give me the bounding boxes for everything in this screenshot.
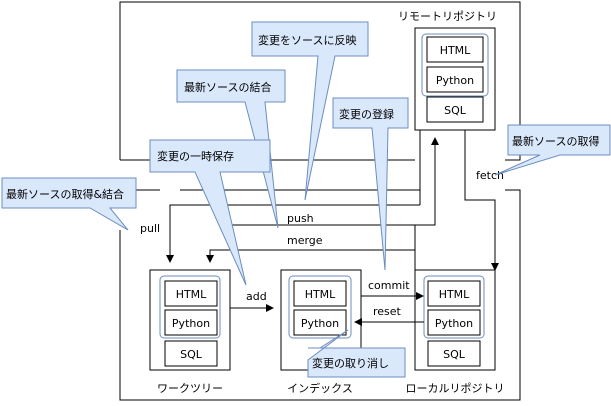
push-label: push [287,212,314,225]
remote-repo-box: HTML Python SQL [414,27,496,131]
svg-text:変更の取り消し: 変更の取り消し [312,356,389,370]
fetch-arrow: fetch [464,130,504,271]
merge-label: merge [287,234,323,247]
svg-text:最新ソースの取得: 最新ソースの取得 [512,134,599,148]
callout-fetch: 最新ソースの取得 [494,124,611,176]
working-sql-file: SQL [180,348,203,361]
remote-html-file: HTML [440,44,471,57]
remote-sql-file: SQL [444,104,467,117]
callout-cancel: 変更の取り消し [307,329,406,378]
merge-arrow: merge [206,234,415,263]
working-tree-box: HTML Python SQL ワークツリー [149,269,231,395]
remote-repository-label: リモートリポジトリ [398,10,497,23]
working-html-file: HTML [176,288,207,301]
fetch-label: fetch [476,169,504,182]
callout-merge: 最新ソースの結合 [176,69,286,229]
svg-text:変更をソースに反映: 変更をソースに反映 [258,33,356,47]
callout-stash: 変更の一時保存 [149,139,271,286]
local-repository-label: ローカルリポジトリ [406,382,505,395]
working-python-file: Python [172,317,210,330]
svg-text:変更の一時保存: 変更の一時保存 [157,149,234,163]
callout-reflect: 変更をソースに反映 [251,21,369,201]
svg-text:最新ソースの結合: 最新ソースの結合 [184,80,271,94]
remote-python-file: Python [436,74,474,87]
reset-label: reset [373,305,402,318]
index-python-file: Python [301,317,339,330]
add-arrow: add [230,290,274,312]
add-label: add [246,290,267,303]
local-repo-box: HTML Python SQL ローカルリポジトリ [406,269,505,395]
working-tree-label: ワークツリー [157,382,223,395]
pull-label: pull [140,222,160,235]
pull-arrow: pull [140,130,421,263]
index-html-file: HTML [305,288,336,301]
local-python-file: Python [435,317,473,330]
commit-arrow: commit [361,279,424,300]
callout-pull: 最新ソースの取得&結合 [1,177,137,231]
svg-text:変更の登録: 変更の登録 [339,107,394,121]
commit-label: commit [368,279,410,292]
callout-register: 変更の登録 [332,97,409,271]
svg-text:最新ソースの取得&結合: 最新ソースの取得&結合 [6,187,124,201]
reset-arrow: reset [354,305,424,326]
local-html-file: HTML [439,288,470,301]
local-sql-file: SQL [443,348,466,361]
index-label: インデックス [287,381,353,395]
